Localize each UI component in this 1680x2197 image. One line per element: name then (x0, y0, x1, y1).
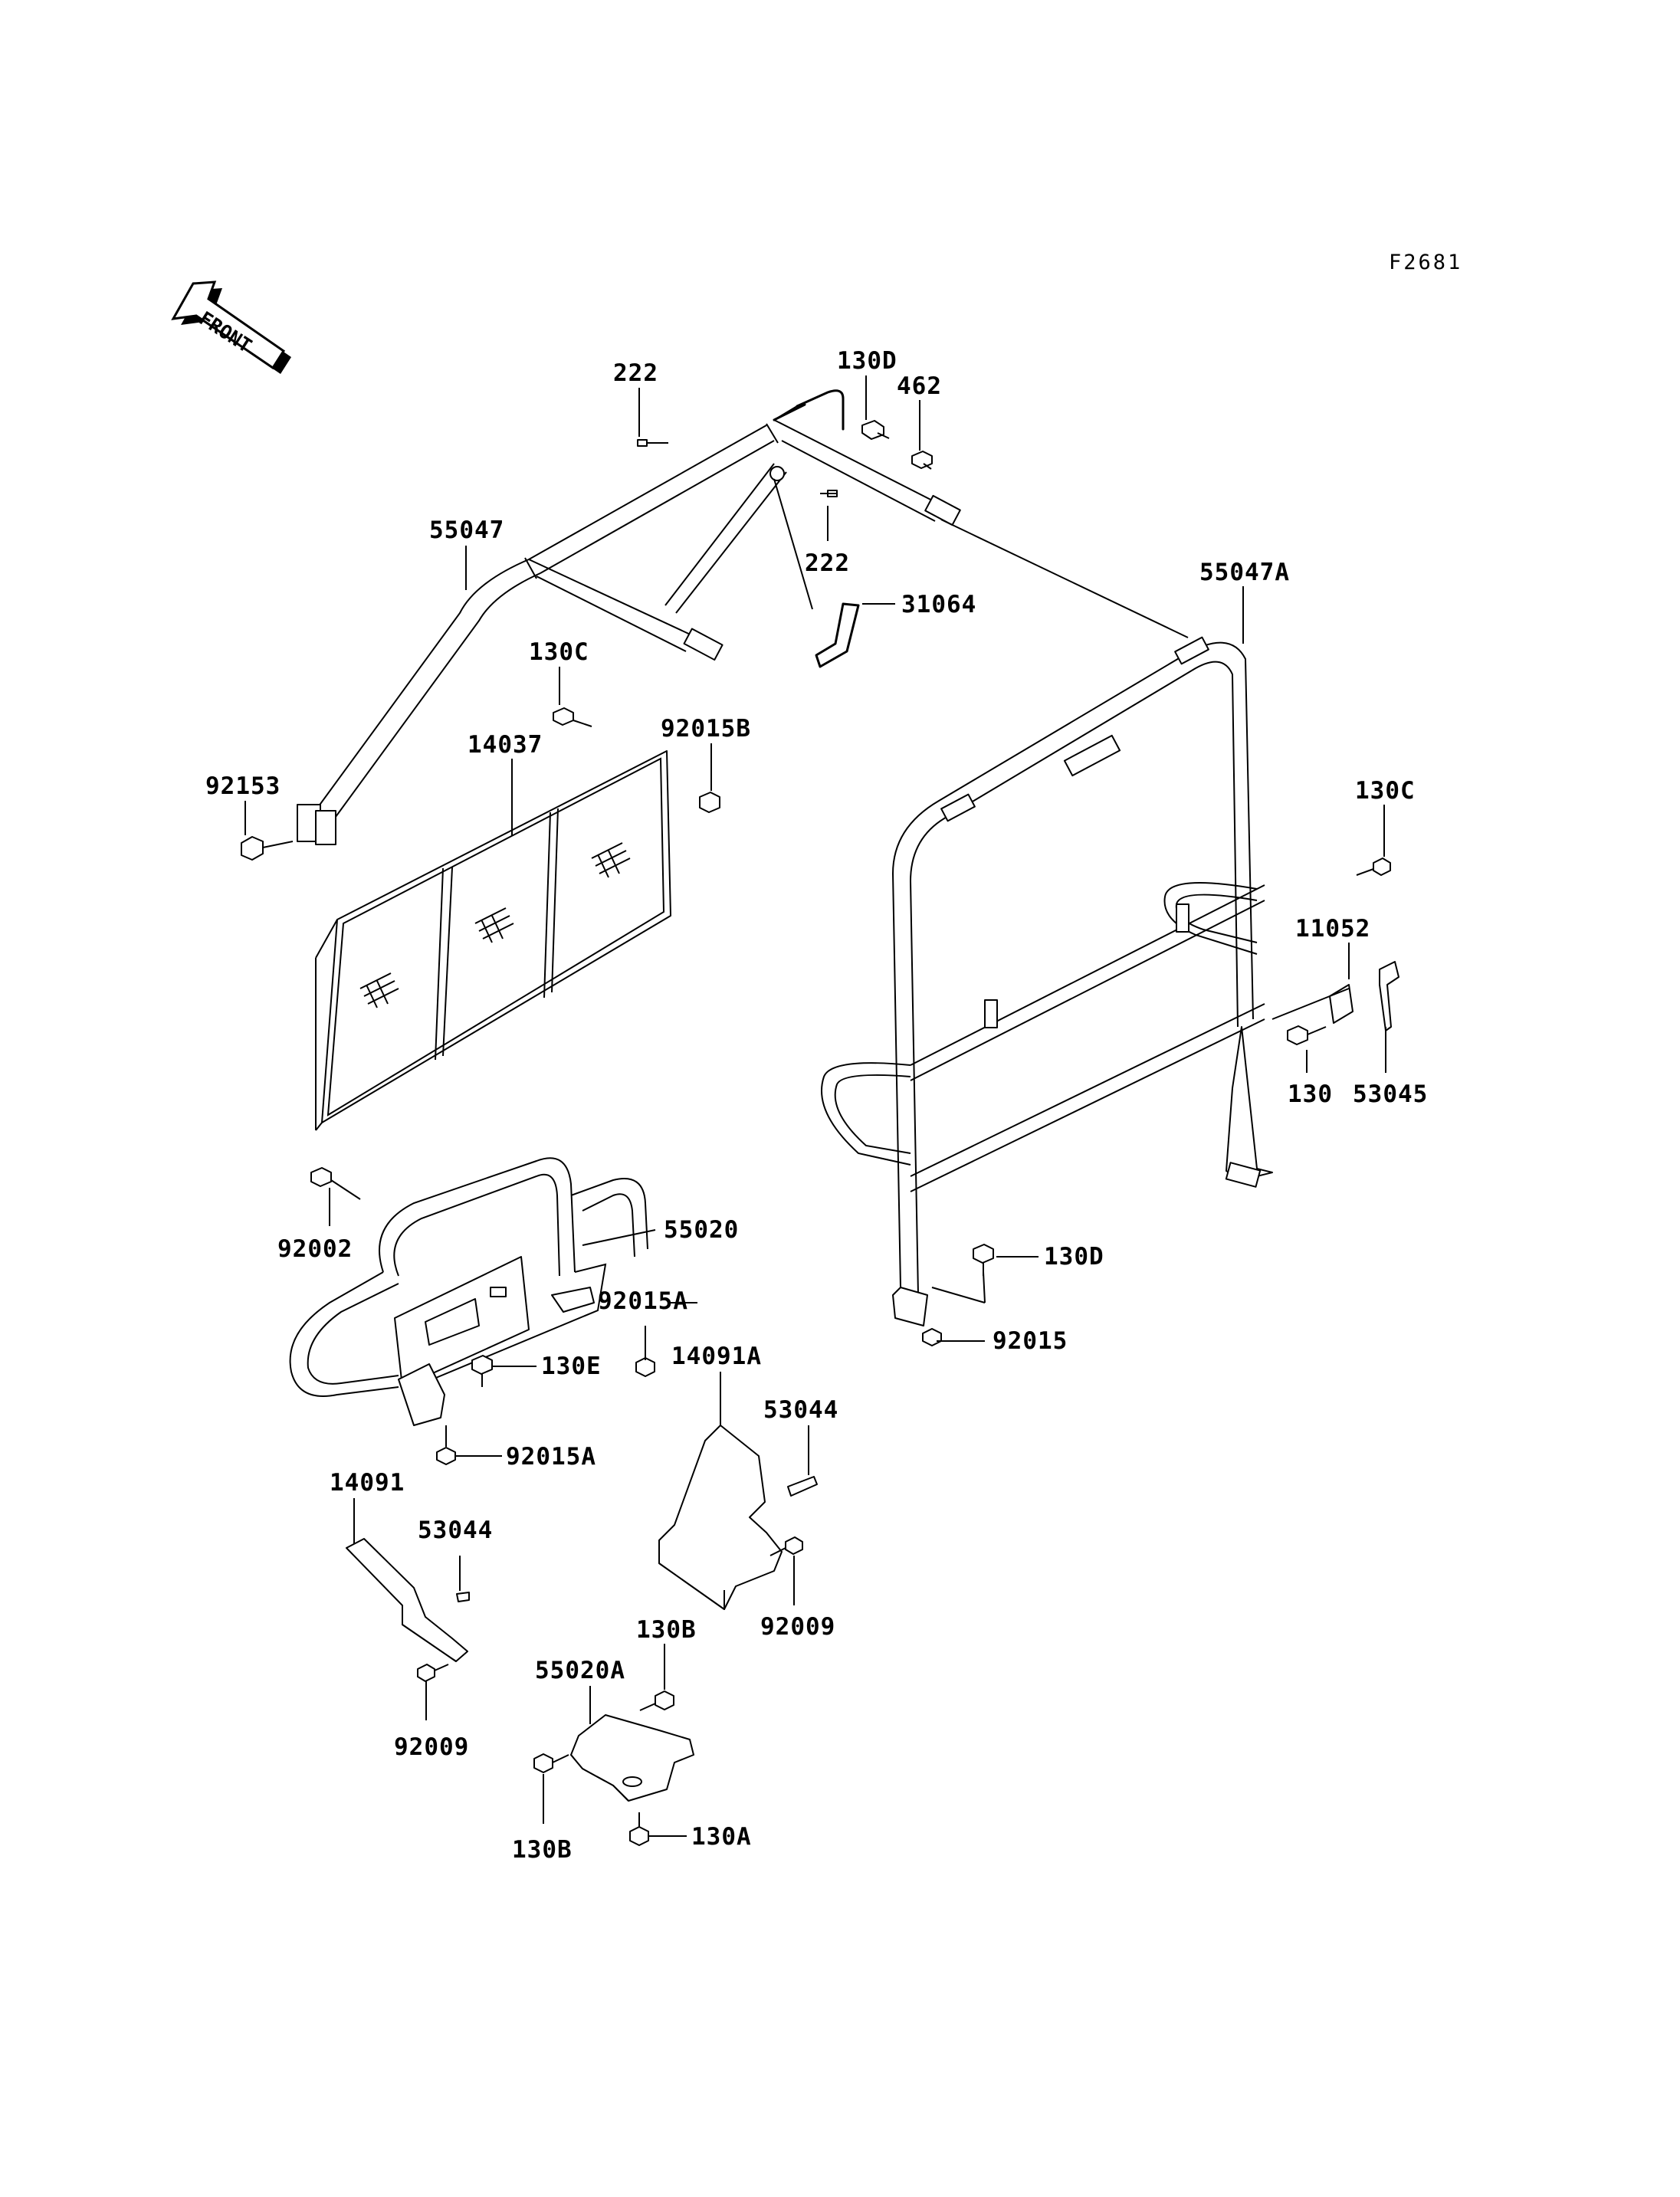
bolt-icon-130 (1287, 1025, 1327, 1045)
part-label-92153: 92153 (205, 772, 281, 800)
part-label-55020: 55020 (664, 1216, 739, 1244)
bolt-icon-130D-lower (973, 1244, 994, 1276)
clip-53044-right (787, 1476, 818, 1497)
part-label-92015A-upper: 92015A (598, 1287, 688, 1315)
bolt-icon-92009-left (417, 1664, 449, 1682)
nut-icon-92015 (922, 1328, 942, 1346)
bolt-icon-130A (629, 1812, 649, 1846)
part-label-55047A: 55047A (1199, 559, 1290, 586)
part-label-130B-upper: 130B (636, 1616, 697, 1644)
part-label-92015A-lower: 92015A (506, 1443, 596, 1471)
bolt-icon-130B-upper (639, 1690, 674, 1711)
part-label-92015: 92015 (993, 1327, 1068, 1355)
rear-roll-cage-55047A (821, 636, 1273, 1326)
windshield-panel-14037 (315, 750, 671, 1131)
part-label-14091A: 14091A (671, 1343, 762, 1370)
bolt-icon-130D-top (861, 420, 890, 440)
part-label-55047: 55047 (429, 516, 504, 544)
part-label-130B-lower: 130B (512, 1836, 573, 1864)
nut-icon-92015A-upper (635, 1357, 655, 1377)
part-label-55020A: 55020A (535, 1657, 625, 1684)
bolt-icon-92002 (310, 1167, 361, 1200)
part-label-130C-left: 130C (529, 638, 589, 666)
nut-icon-462 (911, 451, 933, 469)
part-label-130A: 130A (691, 1823, 752, 1851)
part-label-53044-left: 53044 (418, 1517, 493, 1544)
grip-31064 (815, 602, 860, 668)
part-label-130D-top: 130D (837, 347, 897, 375)
bolt-icon-92009-right (769, 1536, 803, 1556)
bolt-icon-130B-lower (533, 1753, 569, 1773)
part-label-53044-right: 53044 (763, 1396, 838, 1424)
bolt-icon-130C-right (1356, 857, 1391, 876)
figure-code: F2681 (1389, 251, 1462, 274)
clip-53044-left (456, 1592, 470, 1602)
part-label-92002: 92002 (277, 1235, 353, 1263)
bolt-icon-92153 (241, 836, 294, 861)
part-label-462: 462 (897, 372, 942, 400)
part-label-14037: 14037 (468, 731, 543, 759)
bolt-icon-222-top (637, 439, 668, 447)
part-label-11052: 11052 (1295, 915, 1370, 943)
nut-icon-92015B (699, 792, 720, 813)
upper-roll-cage-55047 (297, 389, 961, 845)
part-label-130E: 130E (541, 1353, 602, 1380)
part-label-130D-lower: 130D (1044, 1243, 1104, 1271)
bracket-11052 (1271, 984, 1354, 1024)
side-panel-14091A (658, 1425, 783, 1610)
part-label-31064: 31064 (901, 591, 976, 618)
part-label-92015B: 92015B (661, 715, 751, 743)
part-label-14091: 14091 (330, 1469, 405, 1497)
part-label-130C-right: 130C (1355, 777, 1416, 805)
front-bumper-55020 (289, 1157, 648, 1426)
part-label-92009-left: 92009 (394, 1733, 469, 1761)
part-label-53045: 53045 (1353, 1080, 1428, 1108)
side-panel-14091 (346, 1538, 468, 1662)
leader-lines (244, 375, 1386, 1837)
part-label-92009-right: 92009 (760, 1613, 835, 1641)
part-label-222-top: 222 (613, 359, 658, 387)
bolt-icon-130C-left (553, 707, 592, 727)
nut-icon-92015A-lower (436, 1447, 456, 1465)
front-arrow-icon: FRONT (171, 280, 291, 374)
bolt-icon-130E (471, 1355, 493, 1387)
part-label-130: 130 (1288, 1080, 1333, 1108)
latch-53045 (1379, 961, 1399, 1031)
part-label-222-mid: 222 (805, 549, 850, 577)
bolt-icon-222-mid (820, 490, 838, 497)
skid-plate-55020A (570, 1714, 694, 1802)
